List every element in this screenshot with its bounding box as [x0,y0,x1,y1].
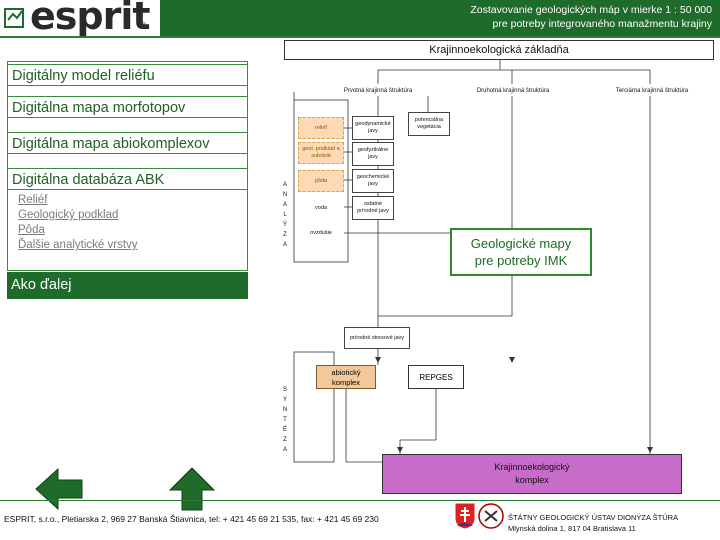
institute-name: ŠTÁTNY GEOLOGICKÝ ÚSTAV DIONÝZA ŠTÚRA [508,513,679,522]
geol-podklad-box: geol. podklad a substrát [298,142,344,164]
brand-logo-text: esprit [30,0,151,38]
institute-block: ŠTÁTNY GEOLOGICKÝ ÚSTAV DIONÝZA ŠTÚRA Ml… [508,512,718,534]
prirodne-stresove-javy-box: prírodné stresové javy [344,327,410,349]
logo-area [0,0,160,36]
ostatne-prirodne-javy-box: ostatné prírodné javy [352,196,394,220]
menu-item-model-reliefu[interactable]: Digitálny model reliéfu [7,64,248,86]
geologicke-mapy-line2: pre potreby IMK [474,253,568,268]
abioticky-komplex-box: abiotický komplex [316,365,376,389]
synteza-label: S Y N T É Z A [282,387,288,453]
repges-box: REPGES [408,365,464,389]
esprit-logo-mark-icon [4,8,24,28]
footer-divider [0,500,720,501]
ako-dalej-button[interactable]: Ako ďalej [7,272,248,299]
sub-item-dalsie-vrstvy-link[interactable]: Ďalšie analytické vrstvy [18,239,138,251]
footer-address: ESPRIT, s.r.o., Pletiarska 2, 969 27 Ban… [4,514,379,524]
header-title-line1: Zostavovanie geologických máp v mierke 1… [470,4,712,16]
menu-item-mapa-morfotopov[interactable]: Digitálna mapa morfotopov [7,96,248,118]
ovzdusie-label: ovzdušie [298,223,344,243]
header-title-line2: pre potreby integrovaného manažmentu kra… [492,18,712,30]
home-up-arrow-icon[interactable] [166,466,218,512]
institute-address: Mlynská dolina 1, 817 04 Bratislava 11 [508,524,636,533]
col-label-terciarna: Terciárna krajinná štruktúra [615,88,689,94]
geofyzikalne-javy-box: geofyzikálne javy [352,142,394,166]
geochemicke-javy-box: geochemické javy [352,169,394,193]
sub-item-poda-link[interactable]: Pôda [18,224,45,236]
sgudz-emblem-icon [478,503,504,529]
header-divider [0,36,720,38]
potencialna-vegetacia-box: potenciálna vegetácia [408,112,450,136]
geodynamicke-javy-box: geodynamické javy [352,116,394,140]
menu-item-databaza-abk[interactable]: Digitálna databáza ABK [7,168,248,190]
sub-item-relief-link[interactable]: Reliéf [18,194,48,206]
slovak-coat-of-arms-icon [454,502,476,530]
krajinnoekologicky-komplex-box: Krajinnoekologický komplex [382,454,682,494]
col-label-prvotna: Prvotná krajinná štruktúra [343,88,413,94]
back-arrow-icon[interactable] [34,466,86,512]
poda-box: pôda [298,170,344,192]
geologicke-mapy-box: Geologické mapy pre potreby IMK [450,228,592,276]
header-title: Zostavovanie geologických máp v mierke 1… [352,3,712,31]
analyza-label: A N A L Ý Z A [282,182,288,248]
sub-item-geologicky-podklad-link[interactable]: Geologický podklad [18,209,119,221]
col-label-druhotna: Druhotná krajinná štruktúra [476,88,550,94]
geologicke-mapy-line1: Geologické mapy [470,236,572,251]
brand-registered-mark: ® [141,22,147,29]
menu-item-mapa-abiokomplexov[interactable]: Digitálna mapa abiokomplexov [7,132,248,154]
voda-label: voda [298,198,344,218]
relief-box: reliéf [298,117,344,139]
krajinnoekologicka-zakladna-box: Krajinnoekologická základňa [284,40,714,60]
